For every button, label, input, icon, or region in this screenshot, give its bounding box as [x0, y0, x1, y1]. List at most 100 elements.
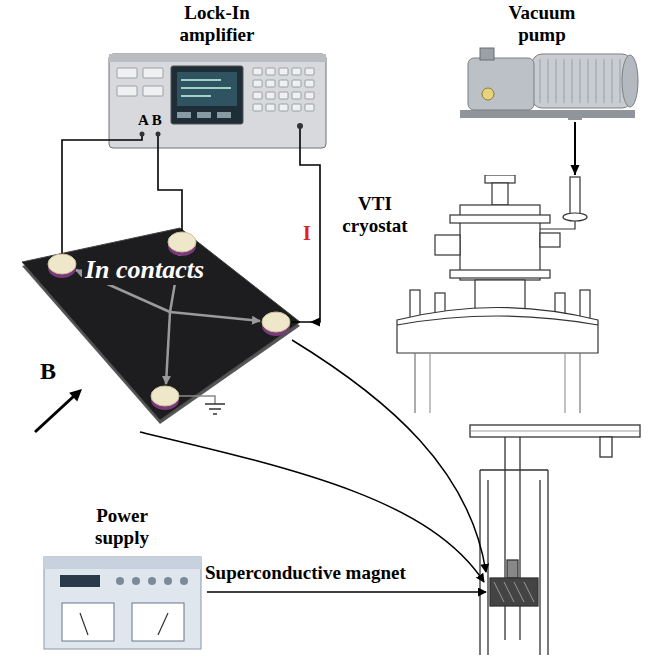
drawing-part	[181, 80, 231, 96]
drawing-part	[109, 54, 326, 62]
drawing-part	[482, 88, 494, 100]
drawing-part	[292, 92, 301, 99]
drawing-part	[205, 404, 225, 414]
drawing-part	[292, 80, 301, 87]
drawing-part	[266, 68, 275, 75]
drawing-part	[450, 215, 550, 223]
sample-plate: In contacts	[20, 226, 310, 426]
drawing-part	[164, 577, 172, 585]
drawing-part	[62, 226, 310, 322]
drawing-part	[555, 59, 557, 103]
drawing-part	[143, 86, 163, 96]
drawing-part	[488, 480, 540, 655]
voltage-wire	[62, 140, 105, 226]
drawing-part	[44, 557, 201, 649]
vti-cryostat: VTI cryostat	[335, 175, 605, 415]
drawing-part	[485, 175, 515, 183]
lock-in-amplifier: Lock-In amplifier	[105, 2, 330, 152]
voltage-wire	[62, 140, 105, 226]
drawing-part	[80, 613, 168, 635]
magnet-label: Superconductive magnet	[205, 562, 406, 584]
drawing-part	[76, 254, 260, 384]
drawing-part	[217, 112, 231, 118]
drawing-part	[579, 59, 581, 103]
power-cable	[207, 592, 486, 593]
drawing-part	[305, 92, 314, 99]
drawing-part	[619, 59, 621, 103]
drawing-part	[494, 582, 534, 602]
pump-line	[571, 122, 580, 175]
drawing-part	[197, 112, 211, 118]
drawing-part	[480, 470, 548, 655]
current-wire	[300, 152, 320, 322]
drawing-part	[132, 603, 184, 641]
drawing-part	[297, 123, 303, 129]
drawing-part	[148, 577, 156, 585]
drawing-part	[490, 578, 538, 606]
drawing-part	[492, 183, 508, 205]
drawing-part	[305, 68, 314, 75]
drawing-part	[540, 233, 560, 247]
vacuum-pump: Vacuum pump	[440, 2, 645, 122]
drawing-part	[266, 80, 275, 87]
field-label: B	[40, 358, 56, 386]
drawing-part	[600, 437, 612, 457]
drawing-part	[539, 59, 541, 103]
drawing-part	[117, 68, 137, 78]
drawing-part	[580, 290, 590, 320]
drawing-part	[262, 312, 290, 332]
drawing-part	[179, 396, 215, 404]
drawing-part	[563, 59, 565, 103]
drawing-part	[305, 104, 314, 111]
drawing-part	[470, 431, 640, 432]
drawing-part	[62, 603, 114, 641]
drawing-part	[587, 59, 589, 103]
drawing-part	[299, 126, 301, 152]
drawing-part	[60, 575, 100, 587]
channel-label: A B	[138, 112, 162, 129]
drawing-part	[435, 235, 460, 255]
drawing-part	[595, 59, 597, 103]
drawing-part	[568, 110, 582, 120]
drawing-part	[279, 104, 288, 111]
current-label: I	[303, 222, 311, 245]
node-text: In contacts	[82, 256, 207, 285]
drawing-part	[166, 312, 170, 384]
drawing-part	[35, 396, 74, 432]
arrowhead	[571, 165, 580, 175]
drawing-part	[168, 232, 196, 252]
drawing-part	[292, 68, 301, 75]
drawing-part	[253, 68, 262, 75]
drawing-part	[157, 134, 159, 152]
drawing-part	[48, 254, 76, 274]
drawing-part	[397, 175, 598, 413]
drawing-part	[143, 68, 163, 78]
drawing-part	[140, 132, 145, 137]
drawing-part	[266, 92, 275, 99]
drawing-part	[571, 59, 573, 103]
power-supply: Power supply	[40, 505, 205, 653]
drawing-part	[180, 577, 188, 585]
drawing-part	[397, 308, 598, 354]
node-text: Power supply	[72, 505, 172, 549]
drawing-part	[570, 177, 580, 215]
drawing-part	[507, 560, 518, 578]
drawing-part	[253, 104, 262, 111]
arrowhead	[310, 318, 320, 327]
drawing-part	[156, 132, 161, 137]
drawing-part	[117, 86, 137, 96]
node-text: Lock-In amplifier	[152, 2, 282, 46]
drawing-part	[171, 66, 243, 124]
current-wire	[300, 152, 320, 327]
drawing-part	[69, 389, 82, 402]
drawing-part	[470, 425, 640, 437]
drawing-part	[279, 92, 288, 99]
drawing-part	[266, 104, 275, 111]
drawing-part	[292, 340, 486, 572]
drawing-part	[151, 386, 179, 406]
drawing-part	[177, 72, 237, 106]
drawing-part	[468, 58, 534, 110]
drawing-part	[415, 353, 580, 413]
node-text: VTI cryostat	[335, 193, 415, 237]
